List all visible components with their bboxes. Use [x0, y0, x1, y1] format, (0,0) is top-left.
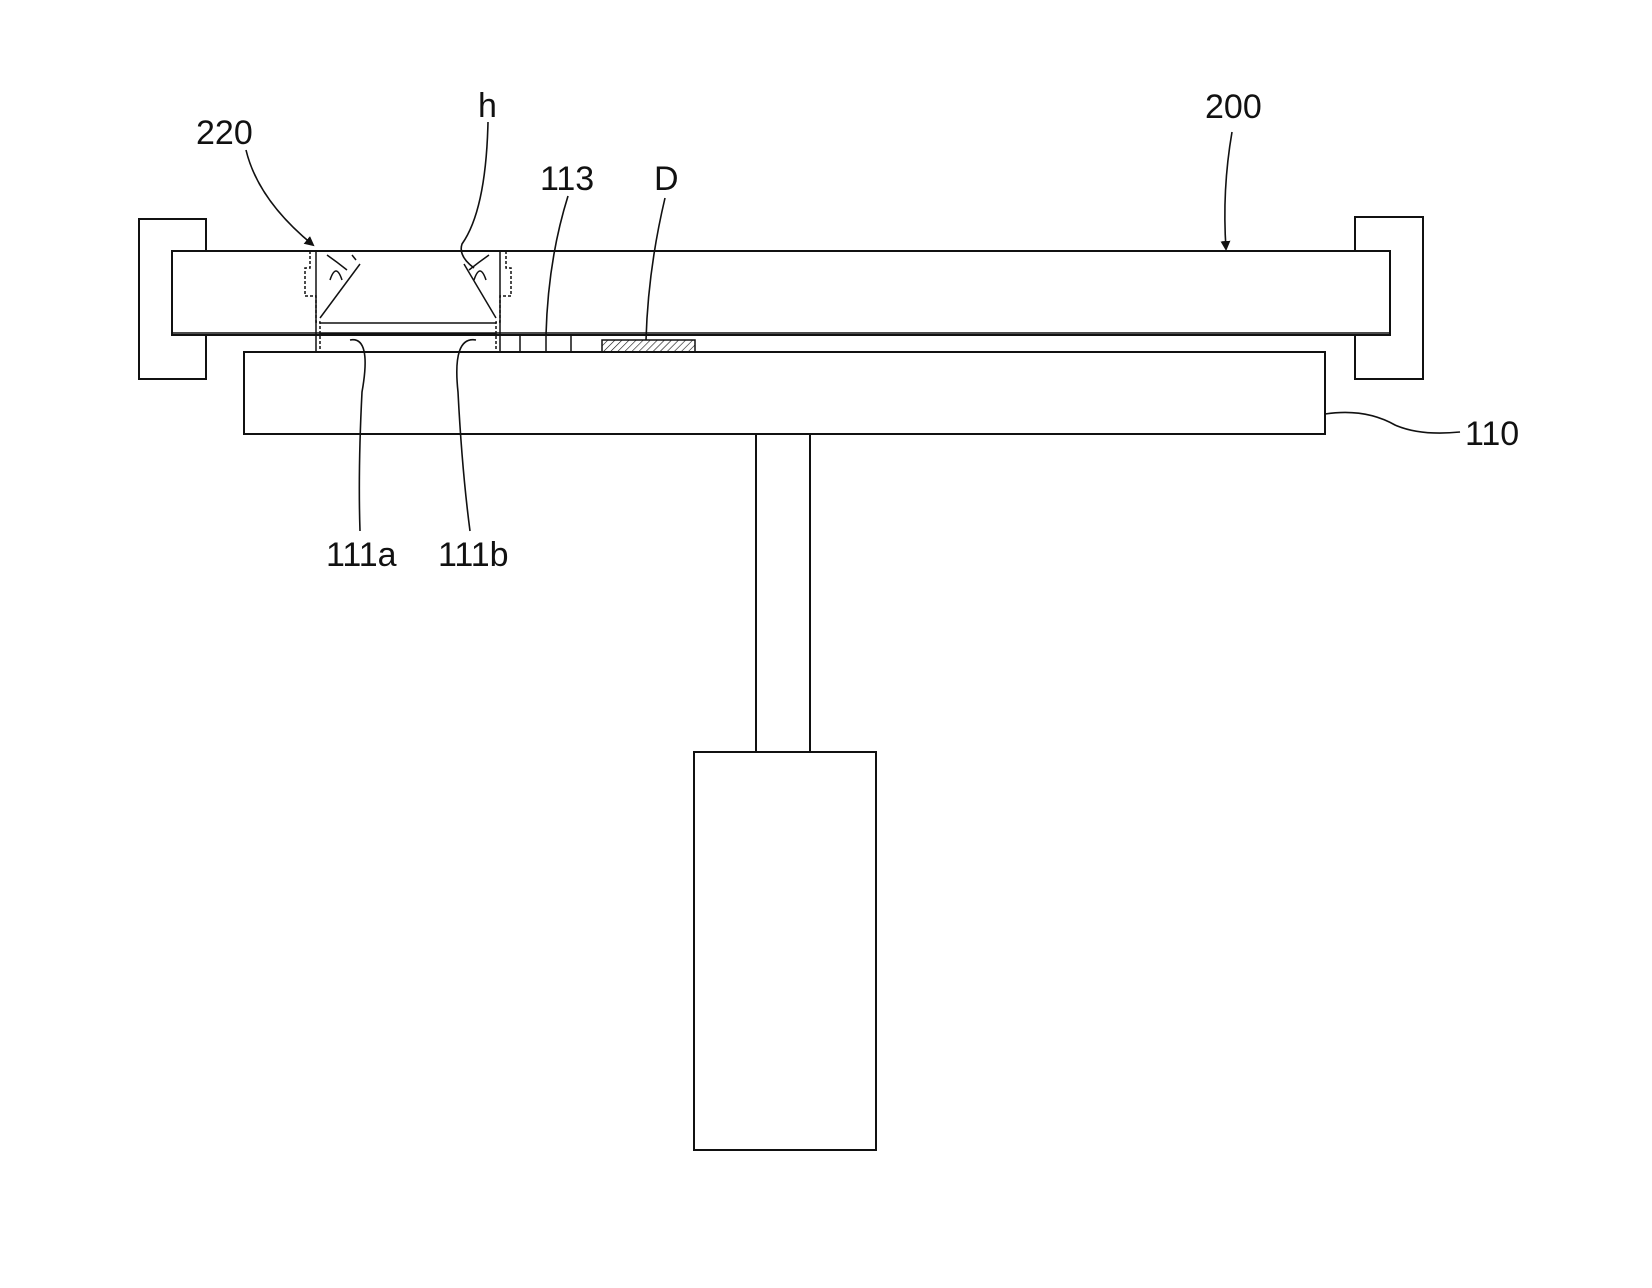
label-111b: 111b: [438, 536, 509, 574]
label-110: 110: [1465, 415, 1519, 453]
leader-h: [461, 122, 488, 268]
leader-200: [1225, 132, 1232, 249]
actuator-block: [694, 752, 876, 1150]
leader-110: [1325, 412, 1460, 433]
die-d: [602, 340, 695, 352]
leader-220: [246, 150, 313, 245]
label-113: 113: [540, 160, 594, 198]
stage-plate: [244, 352, 1325, 434]
label-h: h: [478, 87, 497, 125]
label-220: 220: [196, 114, 253, 152]
channel-113: [520, 335, 571, 352]
support-column: [756, 434, 810, 752]
label-d: D: [654, 160, 679, 198]
label-111a: 111a: [326, 536, 397, 574]
label-200: 200: [1205, 88, 1262, 126]
